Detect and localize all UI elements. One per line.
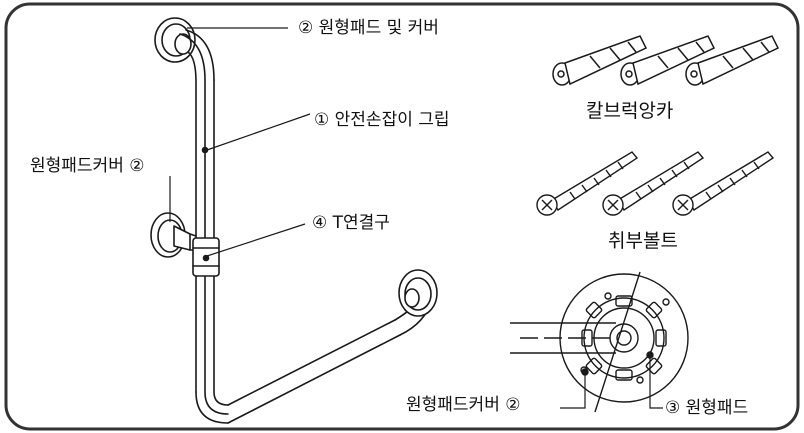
screw-1: [536, 151, 639, 216]
label-round-pad-cover-left: 원형패드커버 ②: [30, 156, 145, 176]
tube-section: [510, 322, 616, 354]
t-connector: [192, 237, 220, 277]
wall-anchor-3: [685, 35, 780, 86]
left-round-pad-cover: [150, 212, 197, 258]
label-round-pad-cover-bottom: 원형패드커버 ②: [406, 395, 521, 415]
top-round-pad: [154, 17, 196, 63]
screw-2: [602, 151, 705, 216]
grab-bar-illustration: [150, 17, 438, 424]
leader-lines-bottom: [560, 355, 663, 409]
wall-anchor-group: [552, 35, 780, 86]
label-grab-bar-grip: ① 안전손잡이 그립: [314, 110, 450, 130]
horizontal-bar: [227, 334, 401, 424]
round-pad-detail: [510, 271, 689, 413]
label-round-pad-and-cover: ② 원형패드 및 커버: [298, 18, 439, 38]
screw-group: [536, 151, 775, 216]
screw-3: [672, 151, 775, 216]
label-t-connector: ④ T연결구: [312, 213, 390, 233]
leader-lines-left: [169, 27, 311, 257]
label-wall-anchors: 칼브럭앙카: [586, 100, 674, 122]
label-round-pad-bottom: ③ 원형패드: [665, 398, 749, 418]
label-mounting-screws: 취부볼트: [608, 230, 678, 252]
frame-border: [4, 2, 800, 431]
wall-anchor-1: [552, 35, 648, 86]
wall-anchor-2: [620, 35, 716, 86]
vertical-bar: [179, 33, 229, 415]
right-round-pad: [398, 269, 438, 317]
